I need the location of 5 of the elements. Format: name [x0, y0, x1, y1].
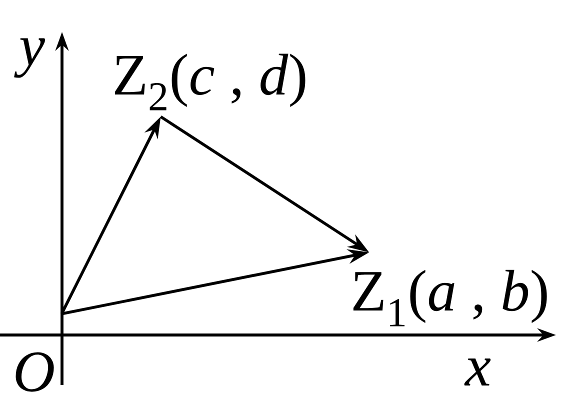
point-label: O	[16, 352, 54, 392]
point-label: Z$_{2}$(c , d)	[115, 54, 306, 110]
axis-label: x	[464, 358, 491, 386]
point-label: Z$_{1}$(a , b)	[353, 270, 547, 326]
axis-label: y	[14, 38, 46, 78]
